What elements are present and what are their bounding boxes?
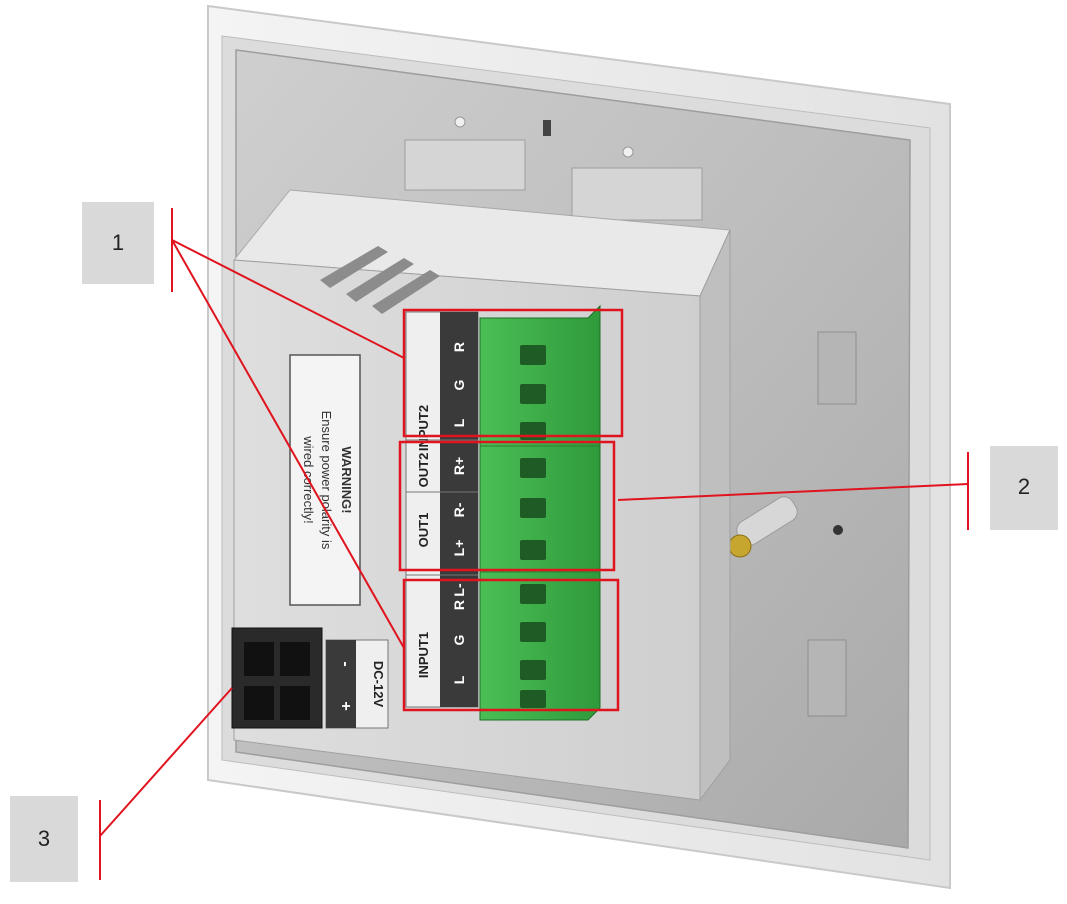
pin-input1-l: L — [451, 675, 467, 684]
power-label: DC-12V - + — [325, 639, 389, 729]
callout-box — [990, 446, 1058, 530]
green-terminal-block — [479, 304, 601, 721]
leader-lines — [99, 208, 969, 880]
power-pin-plus: + — [337, 701, 354, 710]
callout-number: 2 — [1018, 474, 1030, 499]
leader-2-outputs — [617, 483, 969, 501]
group-input2: INPUT2 — [416, 405, 431, 451]
vent-slots — [320, 246, 440, 314]
power-pin-minus: - — [337, 661, 354, 666]
warning-label: WARNING! Ensure power polarity is wired … — [289, 354, 361, 606]
terminal-label-strip: INPUT2 OUT2 OUT1 INPUT1 L G R R+ R- L+ L… — [405, 311, 479, 708]
pin-out2-rplus: R+ — [451, 457, 467, 475]
ground-screw — [728, 496, 798, 558]
power-voltage-label: DC-12V — [371, 661, 386, 708]
top-clips — [404, 116, 703, 221]
warning-title: WARNING! — [339, 446, 354, 513]
mounting-slot-lower — [807, 639, 847, 717]
group-input1: INPUT1 — [416, 632, 431, 678]
callout-box — [82, 202, 154, 284]
terminal-screw-slots — [520, 345, 546, 708]
pin-out1-rminus: R- — [451, 502, 467, 517]
callout-1: 1 — [82, 202, 154, 284]
pin-input2-r: R — [451, 342, 467, 352]
pin-input2-l: L — [451, 418, 467, 427]
pin-out1-lminus: L- — [451, 583, 467, 597]
warning-line1: Ensure power polarity is — [319, 411, 334, 550]
pin-input2-g: G — [451, 379, 467, 390]
callout-3: 3 — [10, 796, 78, 882]
pin-out1-lplus: L+ — [451, 540, 467, 557]
pin-input1-g: G — [451, 634, 467, 645]
leader-1-input2 — [171, 239, 405, 359]
highlight-input1 — [402, 578, 620, 712]
leader-3-power — [99, 687, 233, 837]
group-out1: OUT1 — [416, 513, 431, 548]
highlight-outputs — [398, 440, 616, 572]
mounting-slot-upper — [817, 331, 857, 405]
callout-2: 2 — [990, 446, 1058, 530]
highlight-boxes — [398, 308, 624, 712]
highlight-input2 — [402, 308, 624, 438]
callout-box — [10, 796, 78, 882]
leader-1-input1 — [171, 239, 405, 649]
group-out2: OUT2 — [416, 453, 431, 488]
power-connector — [231, 627, 323, 729]
pin-input1-r: R — [451, 600, 467, 610]
callout-number: 1 — [112, 230, 124, 255]
screw-hole — [833, 525, 843, 535]
callout-number: 3 — [38, 826, 50, 851]
